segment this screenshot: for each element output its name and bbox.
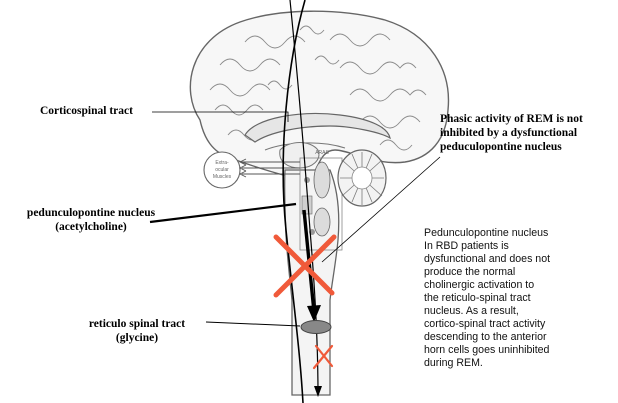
- reticulo-line-1: reticulo spinal tract: [72, 317, 202, 331]
- note-line: dysfunctional and does not: [424, 253, 614, 266]
- label-corticospinal-tract: Corticospinal tract: [40, 104, 133, 118]
- note-line: horn cells goes uninhibited: [424, 344, 614, 357]
- note-line: nucleus. As a result,: [424, 305, 614, 318]
- note-line: Pedunculopontine nucleus: [424, 227, 614, 240]
- aras-label: ARAS: [315, 150, 329, 156]
- reticulo-line-2: (glycine): [72, 331, 202, 345]
- note-line: cortico-spinal tract activity: [424, 318, 614, 331]
- label-phasic-activity: Phasic activity of REM is not inhibited …: [440, 112, 618, 154]
- extraocular-arrows: [240, 159, 300, 177]
- extraocular-label-1: Extra-: [215, 160, 229, 166]
- explanation-note: Pedunculopontine nucleus In RBD patients…: [424, 227, 614, 370]
- note-line: In RBD patients is: [424, 240, 614, 253]
- note-line: cholinergic activation to: [424, 279, 614, 292]
- phasic-line-2: inhibited by a dysfunctional: [440, 126, 618, 140]
- note-line: during REM.: [424, 357, 614, 370]
- ppn-leader-line: [150, 204, 296, 222]
- reticulo-spinal-nucleus: [301, 321, 331, 334]
- label-reticulo-spinal-tract: reticulo spinal tract (glycine): [72, 317, 202, 345]
- label-pedunculopontine-nucleus: pedunculopontine nucleus (acetylcholine): [18, 206, 164, 234]
- note-line: produce the normal: [424, 266, 614, 279]
- ppn-line-2: (acetylcholine): [18, 220, 164, 234]
- extraocular-label-2: ocular: [215, 167, 229, 173]
- note-line: the reticulo-spinal tract: [424, 292, 614, 305]
- reticulo-leader-line: [206, 322, 300, 326]
- cerebellum: [338, 150, 386, 206]
- phasic-line-1: Phasic activity of REM is not: [440, 112, 618, 126]
- note-line: descending to the anterior: [424, 331, 614, 344]
- extraocular-label-3: Muscles: [213, 174, 232, 180]
- phasic-line-3: peduculopontine nucleus: [440, 140, 618, 154]
- thalamus: [280, 143, 319, 169]
- ppn-line-1: pedunculopontine nucleus: [18, 206, 164, 220]
